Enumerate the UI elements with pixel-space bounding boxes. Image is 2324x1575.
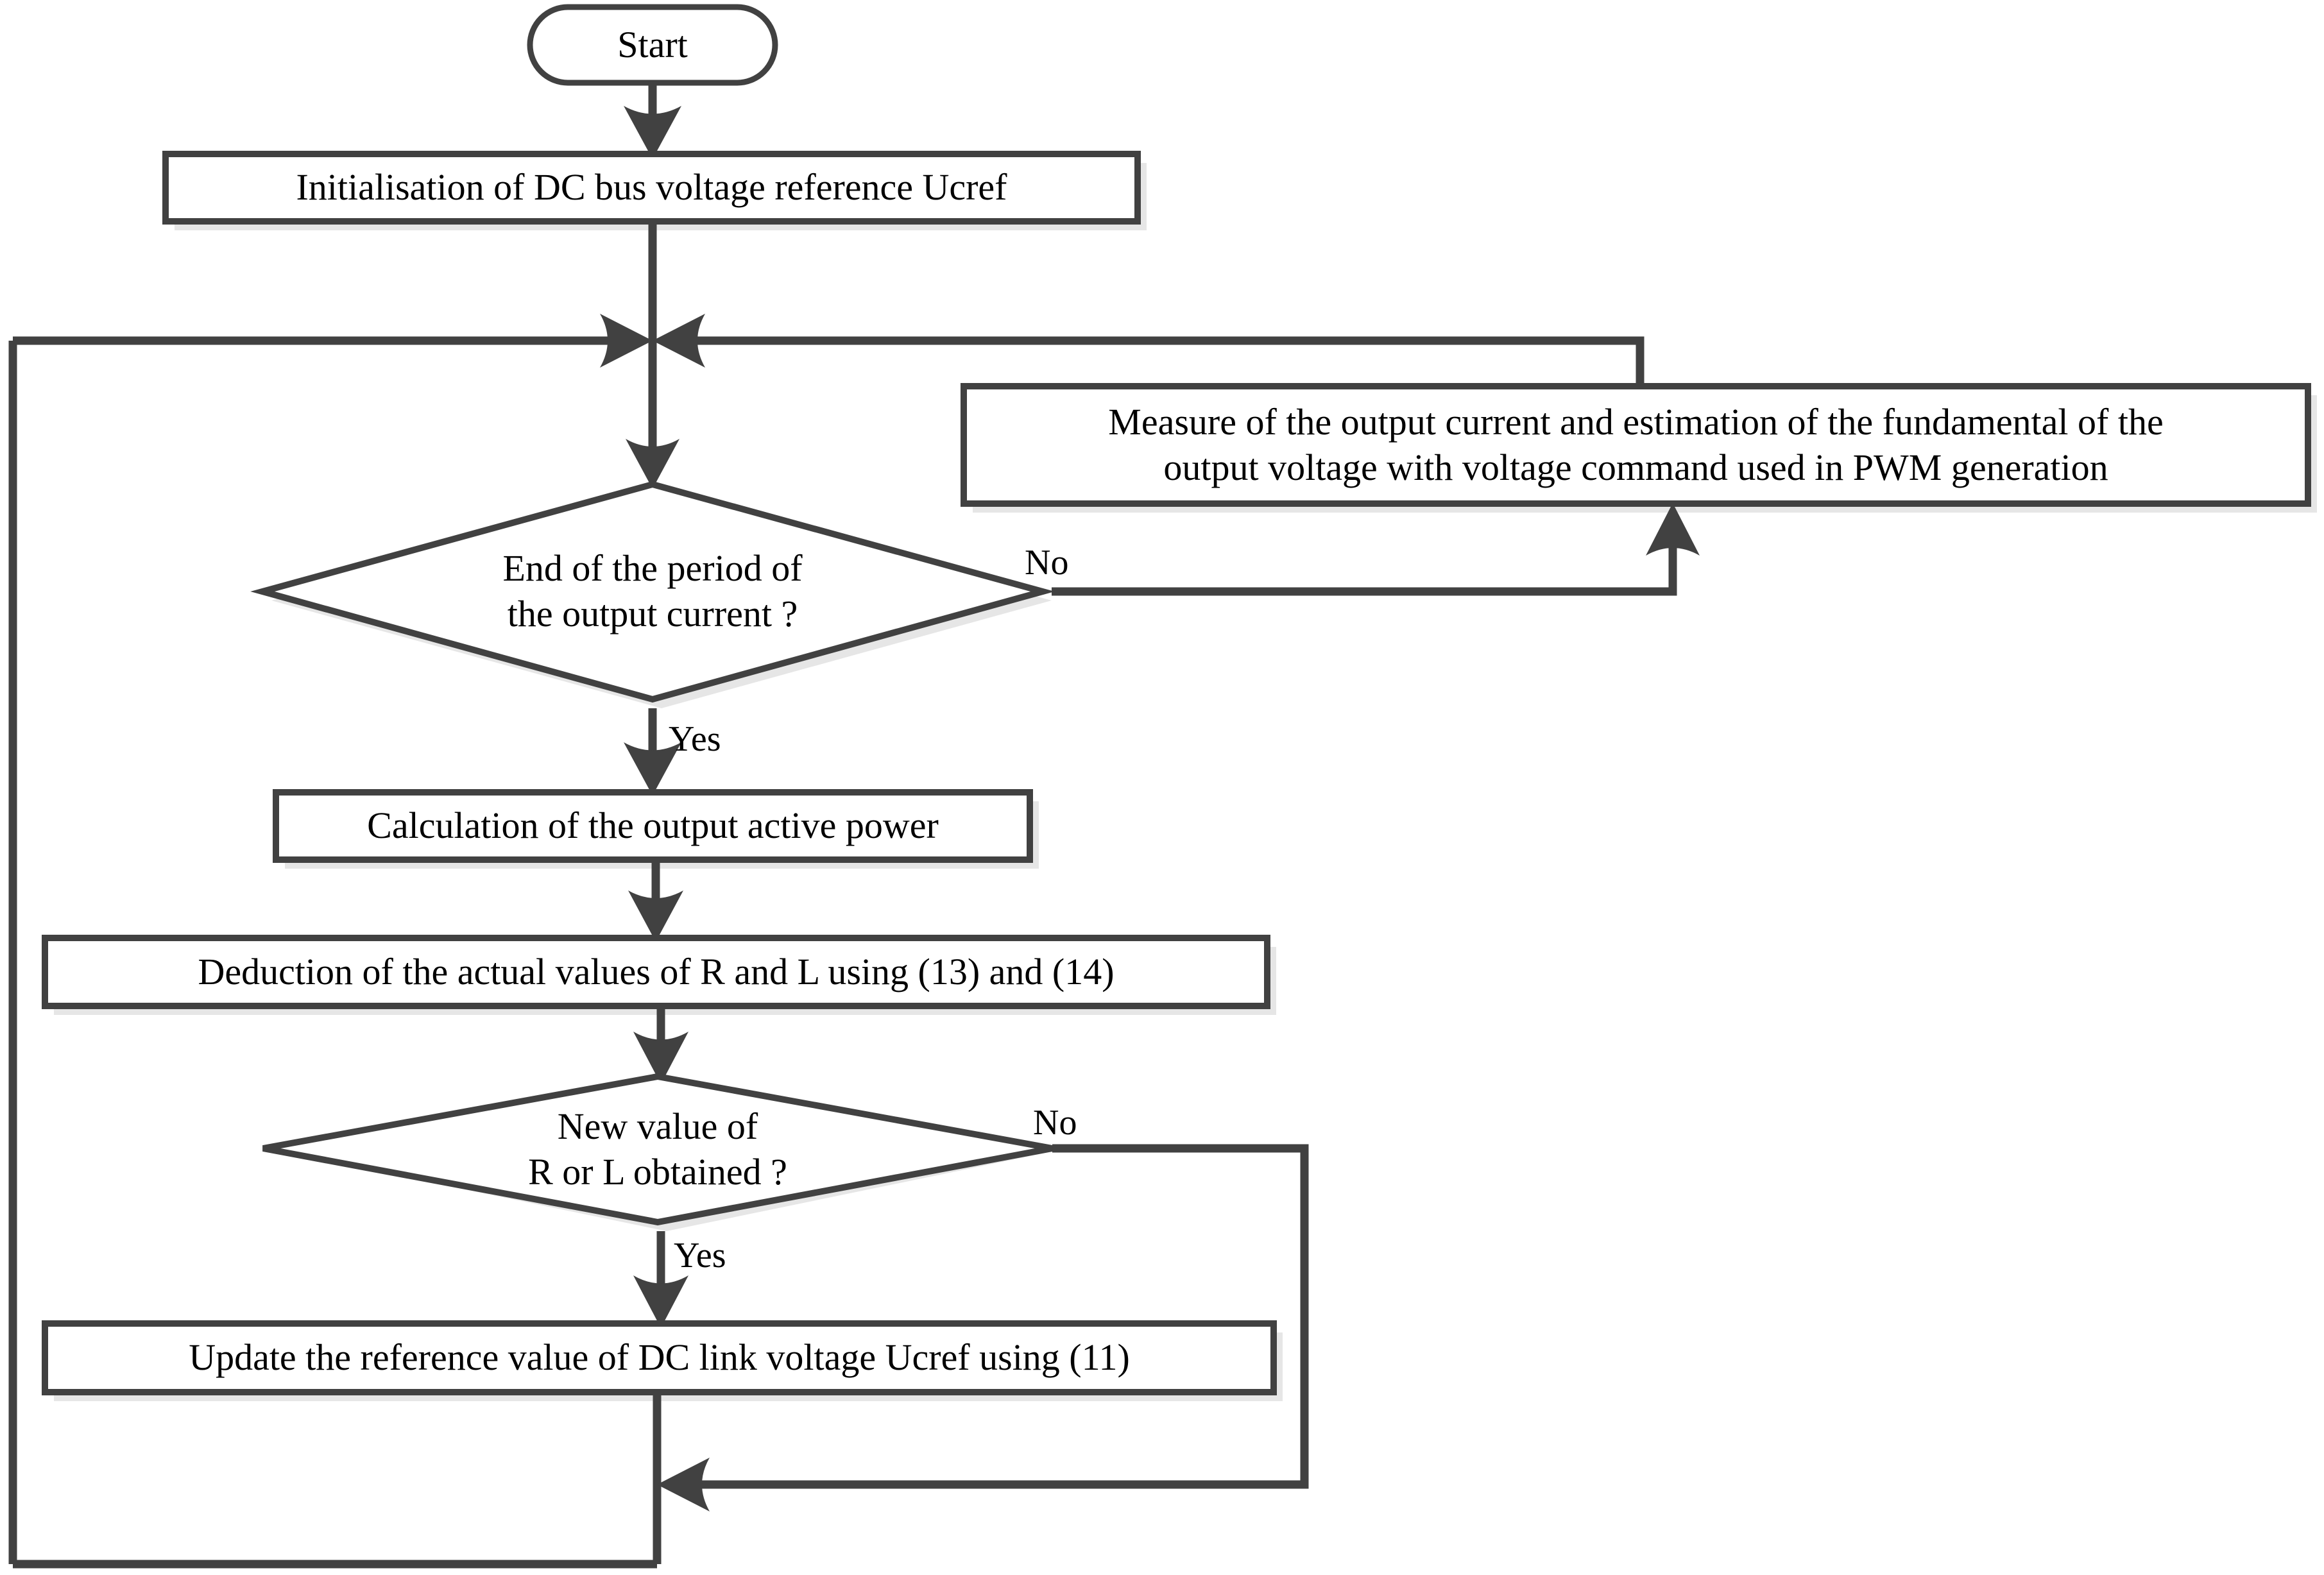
edge-label-decision2-yes: Yes [674, 1236, 726, 1275]
arrowhead-into-init [624, 106, 681, 159]
node-deduction-shape [42, 935, 1270, 1009]
arrowhead-into-decision1 [626, 439, 679, 489]
arrowhead-into-update [633, 1275, 688, 1328]
arrowhead-decision2-no-return [657, 1458, 710, 1511]
arrowhead-junction-right [653, 314, 705, 368]
arrowhead-into-decision2 [633, 1032, 688, 1084]
edge-decision1-no [1052, 523, 1677, 596]
edge-label-decision1-yes: Yes [669, 719, 721, 759]
node-shapes [42, 4, 2311, 1395]
node-start-shape [527, 4, 778, 86]
arrowhead-into-measure [1646, 503, 1700, 556]
edge-decision2-no [680, 1144, 1309, 1489]
node-measure-shape [961, 383, 2311, 507]
node-calc-shape [273, 789, 1033, 863]
node-init-shape [162, 151, 1141, 225]
arrowhead-junction-left [600, 314, 653, 368]
edge-label-decision1-no: No [1025, 543, 1069, 583]
arrowhead-into-deduction [628, 890, 683, 942]
edge-measure-feedback [676, 336, 1645, 386]
arrowheads [600, 106, 1700, 1511]
connector-lines [8, 83, 1677, 1569]
node-shadows [54, 163, 2317, 1401]
node-decision2-shape [262, 1073, 1053, 1226]
arrowhead-into-calc [624, 742, 681, 796]
edge-label-decision2-no: No [1033, 1103, 1077, 1143]
node-decision1-shape [250, 481, 1055, 703]
node-update-shape [42, 1320, 1277, 1395]
